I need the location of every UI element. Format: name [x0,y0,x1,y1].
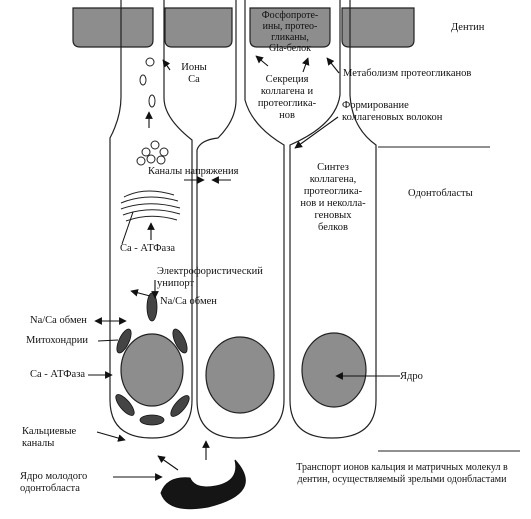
dentin-block-1 [72,7,154,48]
label-synthesis: Синтез коллагена, протеогликa- нов и нек… [300,162,366,233]
nucleus-cell-2 [205,336,275,414]
label-voltage-channels: Каналы напряжения [148,166,239,177]
nucleus-cell-3 [301,332,367,408]
label-proteoglycan-metabolism: Метаболизм протеогликанов [343,68,472,79]
label-odontoblasts: Одонтобласты [408,188,473,199]
arrows [88,55,400,481]
label-na-ca-exchange-inner: Na/Ca обмен [160,296,217,307]
dentin-blocks [72,7,415,48]
label-nucleus: Ядро [400,371,423,382]
label-electrophoretic-uniport: Электрофористический унипорт [157,266,263,289]
dentin-block-4 [341,7,415,48]
label-mitochondria: Митохондрии [26,335,88,346]
label-collagen-fiber-formation: Формирование коллагеновых волокон [342,100,443,123]
odontoblast-cells [109,0,377,439]
vesicles [136,57,169,166]
label-dentin: Дентин [451,22,485,33]
label-young-odontoblast-nucleus: Ядро молодого одонтобласта [20,471,88,494]
label-collagen-secretion: Секреция коллагена и протеогликa- нов [257,74,317,121]
label-transport-caption: Транспорт ионов кальция и матричных моле… [296,462,508,485]
arrow-collagen-fibers [294,116,339,149]
cell-2-outline [196,0,285,439]
arrow-secretion [255,55,269,67]
label-calcium-channels: Кальциевые каналы [22,426,77,449]
cell-1-outline [109,0,193,439]
arrow-ca-ions [162,59,171,71]
arrow-phospho [302,57,310,73]
pointer-lines [97,211,134,342]
young-odontoblast-nucleus-shape [160,459,246,510]
label-ca-atpase-left: Ca - АТФаза [30,369,86,380]
label-phosphoproteins: Фосфопроте- ины, протео- гликаны, Gla-бе… [261,10,319,54]
label-na-ca-exchange-left: Na/Ca обмен [30,315,87,326]
arrow-metabolism [326,57,340,74]
cell-3-outline [289,0,377,439]
label-ca-ions: Ионы Ca [181,62,207,85]
golgi-apparatus [120,190,181,222]
arrow-young-1 [157,455,179,471]
nucleus-cell-1 [120,333,184,407]
arrow-calcium-channel [96,431,126,442]
mitochondria [115,292,190,426]
dentin-block-3 [249,7,331,48]
arrow-na-ca-inner [130,289,151,297]
dentin-block-2 [164,7,233,48]
label-ca-atpase-upper: Ca - АТФаза [120,243,176,254]
